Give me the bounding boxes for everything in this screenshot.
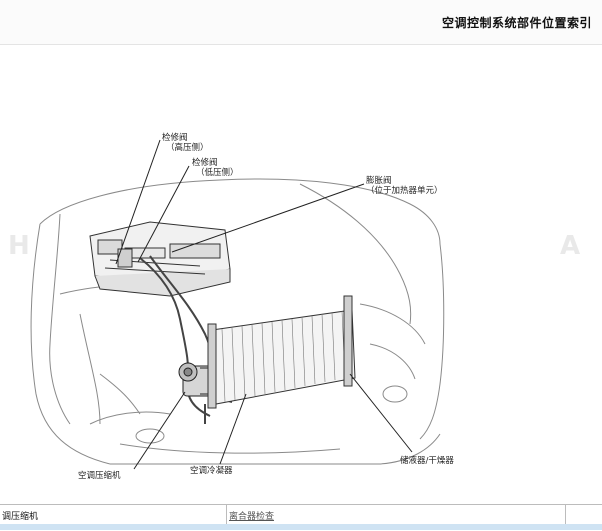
car-body-outline (30, 178, 445, 465)
svg-text:H: H (8, 231, 30, 261)
label-expansion-valve-note: （位于加热器单元） (366, 185, 443, 196)
footer-strip (0, 524, 602, 530)
callout-leaders (115, 139, 413, 470)
car-front-illustration: H A (8, 132, 580, 481)
page-title: 空调控制系统部件位置索引 (441, 16, 592, 30)
callout-labels: 检修阀 （高压侧） 检修阀 （低压侧） 膨胀阀 （位于加热器单元） 空调压缩机 … (78, 132, 454, 481)
label-ac-compressor: 空调压缩机 (78, 470, 121, 481)
label-service-valve-high-note: （高压侧） (166, 142, 209, 153)
label-service-valve-low-note: （低压侧） (196, 167, 239, 178)
component-location-diagram: H A (0, 44, 602, 504)
label-ac-condenser: 空调冷凝器 (190, 465, 233, 476)
svg-text:A: A (560, 231, 580, 261)
label-service-valve-high: 检修阀 (162, 132, 188, 143)
label-service-valve-low: 检修阀 (192, 157, 218, 168)
label-expansion-valve: 膨胀阀 (366, 175, 392, 186)
ac-condenser (207, 295, 356, 409)
clutch-inspection-link[interactable]: 离合器检查 (229, 512, 275, 522)
label-receiver-dryer: 储液器/干燥器 (400, 455, 454, 466)
heater-unit (89, 221, 231, 297)
table-column-divider (565, 505, 566, 527)
table-cell-component: 调压缩机 (2, 512, 39, 522)
watermark: H A (8, 231, 580, 261)
page-header: 空调控制系统部件位置索引 (0, 0, 602, 45)
table-column-divider (226, 505, 227, 527)
